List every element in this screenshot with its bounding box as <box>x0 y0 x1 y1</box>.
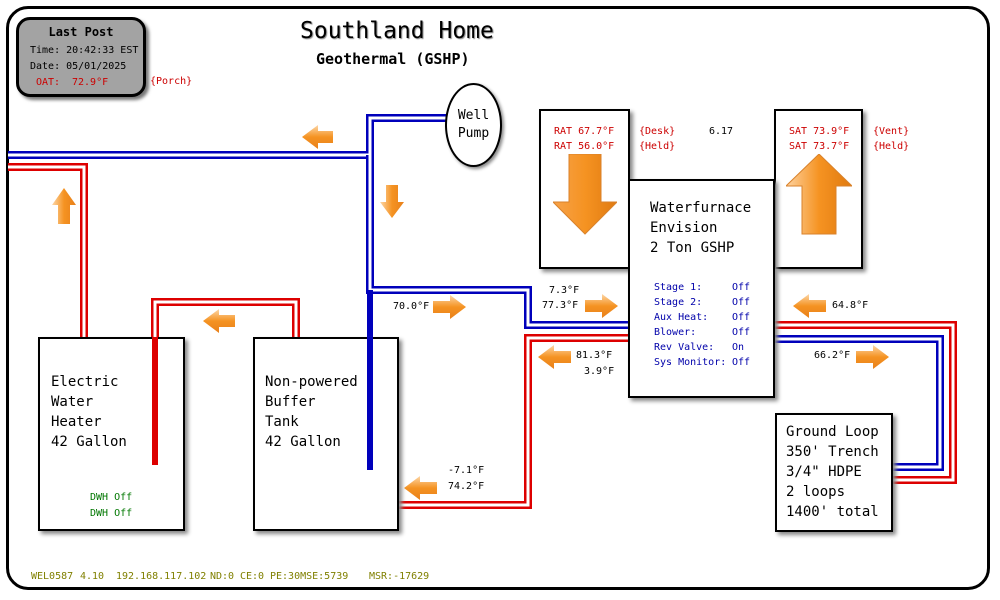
water-heater-label-3: Heater <box>51 414 102 430</box>
stage1-label: Stage 1: <box>654 282 703 293</box>
water-heater-cold-pipe <box>8 163 88 340</box>
footer-ip: 192.168.117.102 <box>116 571 207 582</box>
buffer-tank: Non-powered Buffer Tank 42 Gallon <box>253 337 399 531</box>
rat-held-source: {Held} <box>639 141 676 152</box>
sat-held-source: {Held} <box>873 141 910 152</box>
oat-label: OAT: <box>36 77 61 88</box>
blower-value: Off <box>732 327 751 338</box>
buffer-tank-label-3: Tank <box>265 414 299 430</box>
aux-heat-label: Aux Heat: <box>654 312 709 323</box>
buffer-tank-label-1: Non-powered <box>265 374 358 390</box>
rev-valve-label: Rev Valve: <box>654 342 715 353</box>
buffer-in-temp-b: 74.2°F <box>448 481 485 492</box>
sys-monitor-value: Off <box>732 357 751 368</box>
loop-supply-temp: 66.2°F <box>814 350 851 361</box>
flow-arrow-left-buffer-in <box>404 476 437 500</box>
flow-arrow-left-furnace-out <box>538 345 571 369</box>
loop-return-temp: 64.8°F <box>832 300 869 311</box>
ground-loop-label-3: 3/4" HDPE <box>786 464 862 480</box>
stage2-label: Stage 2: <box>654 297 703 308</box>
oat-source: {Porch} <box>150 76 193 87</box>
flow-arrow-right-buffer-out <box>433 295 466 319</box>
page-title: Southland Home <box>300 18 494 44</box>
furnace-in-temp-a: 7.3°F <box>549 285 580 296</box>
footer-msr: MSR:-17629 <box>369 571 430 582</box>
footer-ce: CE:0 <box>240 571 265 582</box>
supply-air-panel <box>774 109 863 269</box>
waterfurnace-unit: Waterfurnace Envision 2 Ton GSHP Stage 1… <box>628 179 775 398</box>
stage1-value: Off <box>732 282 751 293</box>
rev-valve-value: On <box>732 342 745 353</box>
buffer-dip-tube <box>367 337 373 470</box>
well-pump-label-1: Well <box>457 108 490 123</box>
ground-loop-label-5: 1400' total <box>786 504 879 520</box>
supply-air-up-arrow <box>786 154 852 235</box>
electric-water-heater: Electric Water Heater 42 Gallon DWH Off … <box>38 337 185 531</box>
ground-loop-label-1: Ground Loop <box>786 424 879 440</box>
ground-loop-label-2: 350' Trench <box>786 444 879 460</box>
flow-arrow-up-heater <box>52 188 76 224</box>
page-subtitle: Geothermal (GSHP) <box>316 50 470 68</box>
aux-heat-value: Off <box>732 312 751 323</box>
flow-arrow-left-buffer <box>203 309 235 333</box>
rat-held-reading: RAT 56.0°F <box>554 141 615 152</box>
water-heater-label-1: Electric <box>51 374 119 390</box>
last-post-date: Date: 05/01/2025 <box>30 61 127 72</box>
buffer-tank-label-2: Buffer <box>265 394 316 410</box>
sat-vent-reading: SAT 73.9°F <box>789 126 850 137</box>
well-pump-label-2: Pump <box>457 126 490 141</box>
ground-loop-pipes <box>773 321 957 484</box>
flow-arrow-right-loop-supply <box>856 345 889 369</box>
water-heater-label-4: 42 Gallon <box>51 434 127 450</box>
furnace-capacity: 2 Ton GSHP <box>650 240 735 256</box>
furnace-out-temp-a: 81.3°F <box>576 350 613 361</box>
last-post-title: Last Post <box>48 25 114 39</box>
water-heater-label-2: Water <box>51 394 94 410</box>
well-supply-pipe <box>8 114 448 159</box>
heater-dip-tube <box>152 337 158 465</box>
ground-loop-label-4: 2 loops <box>786 484 846 500</box>
dwh-status-1: DWH Off <box>90 492 133 503</box>
last-post-time: Time: 20:42:33 EST <box>30 45 139 56</box>
sat-vent-source: {Vent} <box>873 126 910 137</box>
flow-arrow-left-loop-return <box>793 294 826 318</box>
buffer-in-temp-a: -7.1°F <box>448 465 485 476</box>
footer-nd: ND:0 <box>210 571 235 582</box>
footer-pe: PE:30MSE:5739 <box>270 571 349 582</box>
buffer-out-temp: 70.0°F <box>393 301 430 312</box>
well-pump: Well Pump <box>445 83 502 167</box>
furnace-out-temp-b: 3.9°F <box>584 366 615 377</box>
furnace-brand: Waterfurnace <box>650 200 752 216</box>
sat-held-reading: SAT 73.7°F <box>789 141 850 152</box>
stage2-value: Off <box>732 297 751 308</box>
sys-monitor-label: Sys Monitor: <box>654 357 727 368</box>
footer-device-id: WEL0587 <box>31 571 74 582</box>
buffer-tank-label-4: 42 Gallon <box>265 434 341 450</box>
flow-arrow-right-furnace-in <box>585 294 618 318</box>
footer-version: 4.10 <box>80 571 105 582</box>
ground-loop: Ground Loop 350' Trench 3/4" HDPE 2 loop… <box>775 413 893 532</box>
dwh-status-2: DWH Off <box>90 508 133 519</box>
last-post-panel: Last Post Time: 20:42:33 EST Date: 05/01… <box>16 17 146 97</box>
furnace-to-buffer-pipe <box>398 334 630 509</box>
rat-desk-source: {Desk} <box>639 126 676 137</box>
blower-label: Blower: <box>654 327 697 338</box>
air-delta-value: 6.17 <box>709 126 734 137</box>
return-air-down-arrow <box>553 154 617 235</box>
furnace-model: Envision <box>650 220 718 236</box>
furnace-in-temp-b: 77.3°F <box>542 300 579 311</box>
oat-value: 72.9°F <box>72 77 109 88</box>
rat-desk-reading: RAT 67.7°F <box>554 126 615 137</box>
flow-arrow-down-well <box>380 185 404 218</box>
flow-arrow-left-top <box>302 125 333 149</box>
